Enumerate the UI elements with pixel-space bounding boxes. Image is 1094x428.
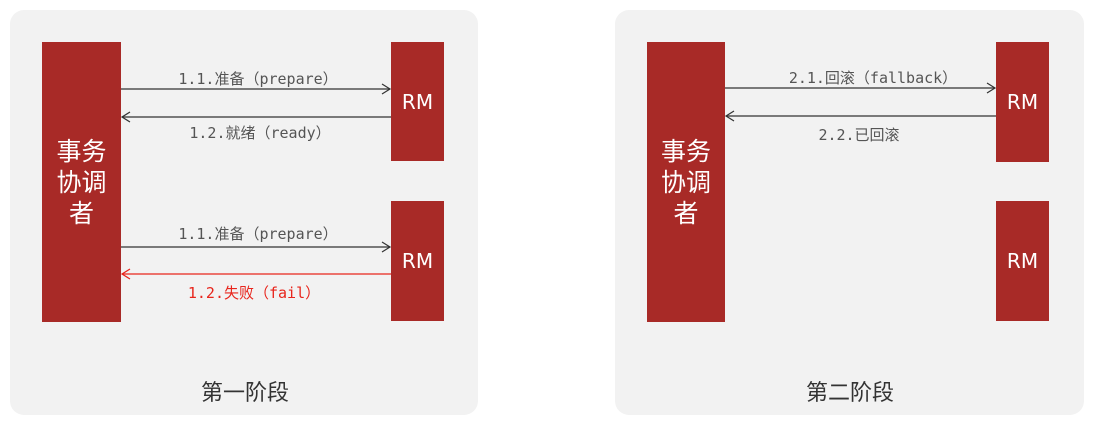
- phase1-title: 第一阶段: [200, 381, 290, 406]
- phase2-rm-top: RM: [996, 42, 1049, 162]
- phase1-msg-fail: 1.2.失败（fail）: [187, 284, 321, 302]
- phase2-msg-fallback: 2.1.回滚（fallback）: [788, 69, 958, 87]
- phase2-msg-rolled-back: 2.2.已回滚: [818, 126, 900, 144]
- phase1-rm-top: RM: [391, 42, 444, 161]
- phase2-title: 第二阶段: [805, 381, 895, 406]
- phase1-rm-bottom: RM: [391, 201, 444, 321]
- phase2-coordinator: 事务 协调 者: [647, 42, 725, 322]
- phase2-rm-bottom: RM: [996, 201, 1049, 321]
- phase1-msg-prepare-b: 1.1.准备（prepare）: [178, 225, 338, 243]
- phase1-coordinator: 事务 协调 者: [42, 42, 121, 322]
- phase1-msg-ready: 1.2.就绪（ready）: [189, 124, 331, 142]
- phase1-msg-prepare-a: 1.1.准备（prepare）: [178, 70, 338, 88]
